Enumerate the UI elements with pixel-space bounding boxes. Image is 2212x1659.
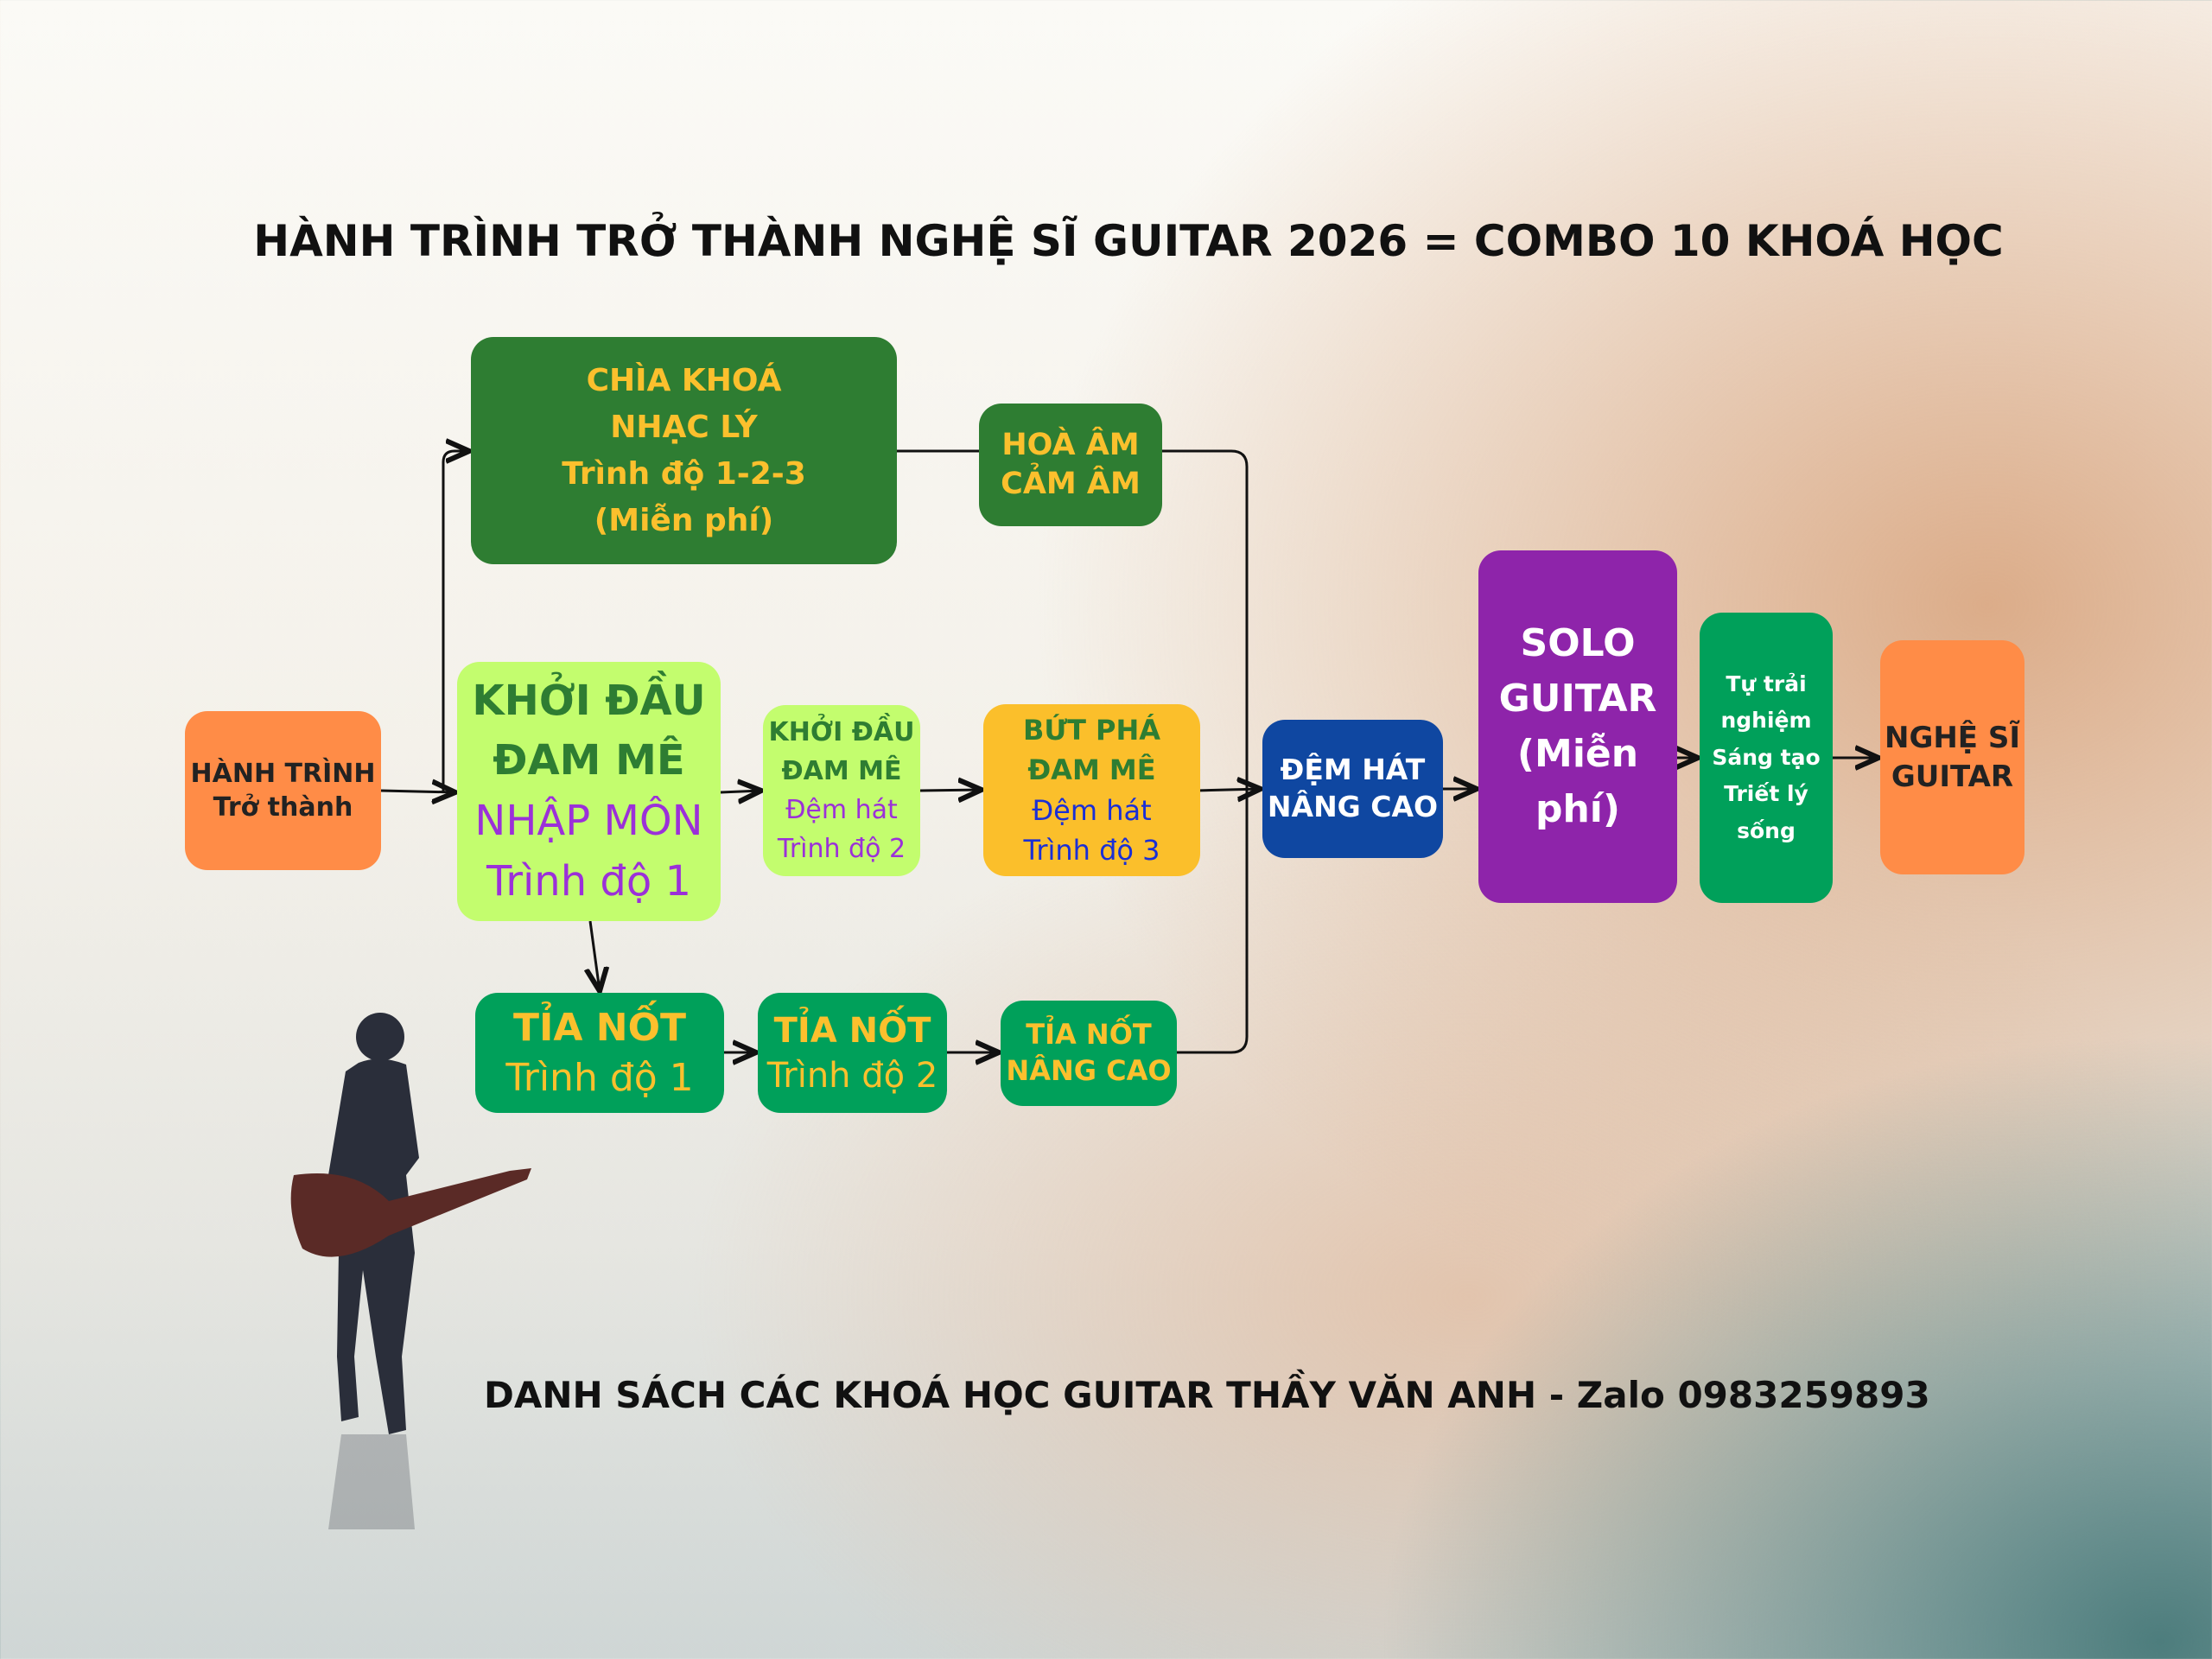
- node-text: nghiệm: [1720, 708, 1812, 734]
- node-text: CẢM ÂM: [1001, 467, 1141, 501]
- node-harmony: HOÀ ÂM CẢM ÂM: [979, 404, 1162, 526]
- node-text: GUITAR: [1498, 677, 1657, 721]
- node-text: SOLO: [1520, 621, 1636, 666]
- node-theory: CHÌA KHOÁ NHẠC LÝ Trình độ 1-2-3 (Miễn phí): [471, 337, 897, 564]
- node-text: TỈA NỐT: [773, 1010, 931, 1051]
- node-text: Triết lý: [1724, 781, 1808, 807]
- node-text: Đệm hát: [785, 795, 898, 825]
- node-text: NHẬP MÔN: [474, 797, 703, 845]
- arrow-intro1-intro2: [720, 791, 761, 792]
- node-text: ĐAM MÊ: [1027, 753, 1156, 787]
- node-text: NÂNG CAO: [1267, 790, 1439, 823]
- node-text: Trình độ 1: [486, 856, 692, 906]
- line-harmony-down: [1162, 449, 1249, 1054]
- footer-text: DANH SÁCH CÁC KHOÁ HỌC GUITAR THẦY VĂN A…: [484, 1374, 1930, 1416]
- node-text: TỈA NỐT: [1026, 1018, 1152, 1052]
- node-text: NÂNG CAO: [1006, 1054, 1172, 1087]
- node-text: Trình độ 3: [1023, 833, 1160, 867]
- arrow-start-intro1: [380, 791, 455, 792]
- node-text: Trình độ 2: [766, 1055, 938, 1096]
- node-text: KHỞI ĐẦU: [472, 676, 706, 725]
- node-text: HOÀ ÂM: [1001, 427, 1140, 462]
- node-text: Trở thành: [213, 792, 353, 823]
- node-text: (Miễn phí): [594, 502, 774, 538]
- node-text: ĐỆM HÁT: [1280, 753, 1426, 787]
- node-intro1: KHỞI ĐẦU ĐAM MÊ NHẬP MÔN Trình độ 1: [457, 662, 721, 921]
- arrow-intro1-finger1: [590, 920, 600, 991]
- node-text: (Miễn phí): [1516, 732, 1639, 831]
- node-text: Trình độ 1: [505, 1055, 694, 1100]
- arrow-intro2-break: [919, 790, 982, 791]
- node-text: Trình độ 2: [777, 834, 906, 864]
- node-text: NHẠC LÝ: [610, 409, 758, 445]
- node-text: sống: [1737, 817, 1796, 843]
- node-solo: SOLO GUITAR (Miễn phí): [1478, 550, 1677, 903]
- node-text: Tự trải: [1726, 671, 1807, 696]
- node-text: Trình độ 1-2-3: [562, 455, 806, 492]
- node-text: TỈA NỐT: [513, 1006, 686, 1051]
- node-text: Đệm hát: [1032, 793, 1152, 827]
- node-text: ĐAM MÊ: [493, 736, 685, 785]
- node-text: CHÌA KHOÁ: [586, 362, 782, 398]
- node-text: BỨT PHÁ: [1022, 713, 1161, 747]
- guitarist-silhouette: [290, 1013, 531, 1529]
- node-text: Sáng tạo: [1712, 744, 1821, 770]
- arrow-start-theory: [442, 451, 469, 791]
- node-text: GUITAR: [1891, 759, 2014, 794]
- node-text: NGHỆ SĨ: [1884, 721, 2021, 756]
- page-title: HÀNH TRÌNH TRỞ THÀNH NGHỆ SĨ GUITAR 2026…: [253, 216, 2004, 266]
- node-text: HÀNH TRÌNH: [190, 759, 376, 789]
- node-text: KHỞI ĐẦU: [768, 717, 915, 747]
- node-text: ĐAM MÊ: [781, 756, 902, 786]
